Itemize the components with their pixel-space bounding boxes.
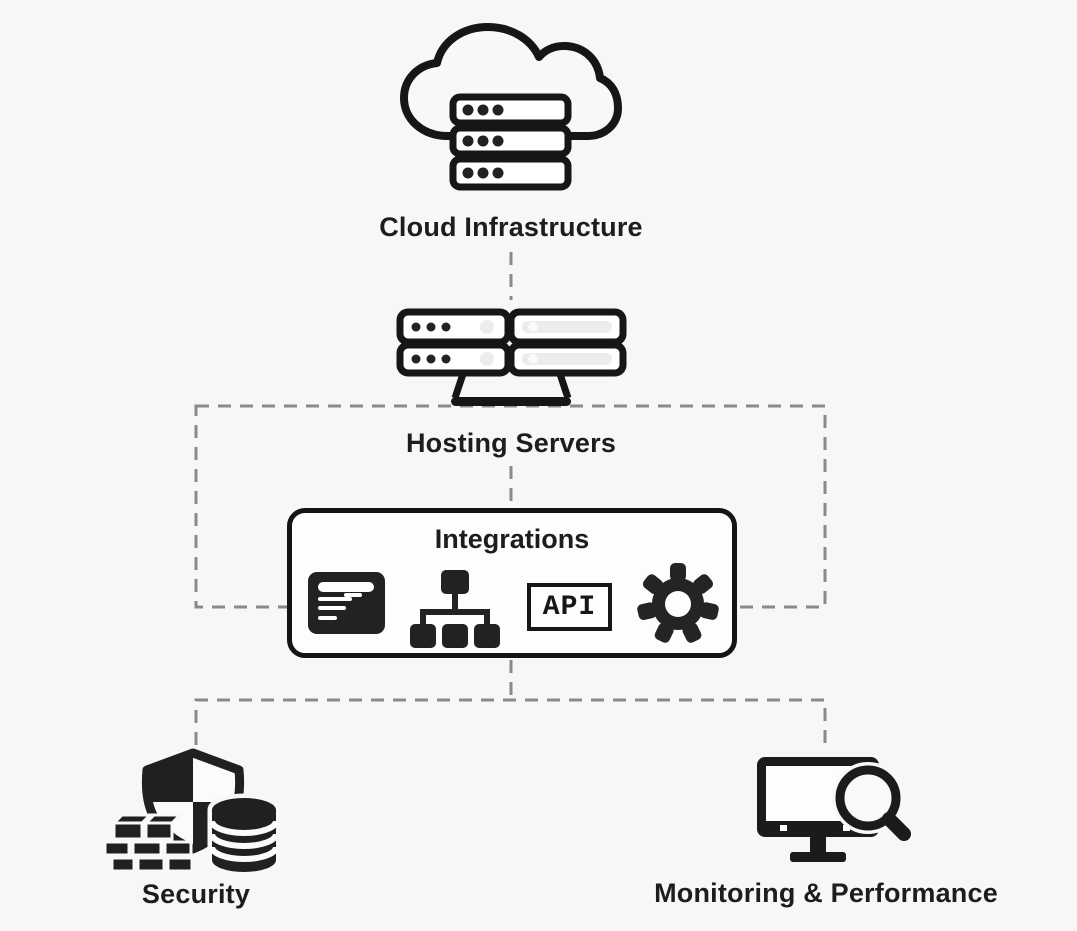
- gear-icon: [637, 563, 719, 643]
- hosting-servers-label: Hosting Servers: [405, 428, 617, 458]
- security-label: Security: [141, 879, 251, 909]
- monitoring-performance-label: Monitoring & Performance: [654, 878, 998, 908]
- integrations-box: Integrations API: [287, 508, 737, 658]
- cloud-servers-icon: [400, 23, 622, 191]
- edge-branch-security-monitoring: [194, 698, 827, 745]
- shield-firewall-database-icon: [103, 748, 281, 877]
- form-card-icon: [308, 572, 385, 634]
- sitemap-icon: [410, 570, 500, 648]
- cloud-infrastructure-label: Cloud Infrastructure: [379, 212, 643, 242]
- monitor-magnifier-icon: [757, 757, 911, 862]
- integrations-label: Integrations: [434, 524, 590, 554]
- server-rack-monitor-icon: [396, 308, 627, 406]
- api-badge-icon: API: [527, 583, 612, 631]
